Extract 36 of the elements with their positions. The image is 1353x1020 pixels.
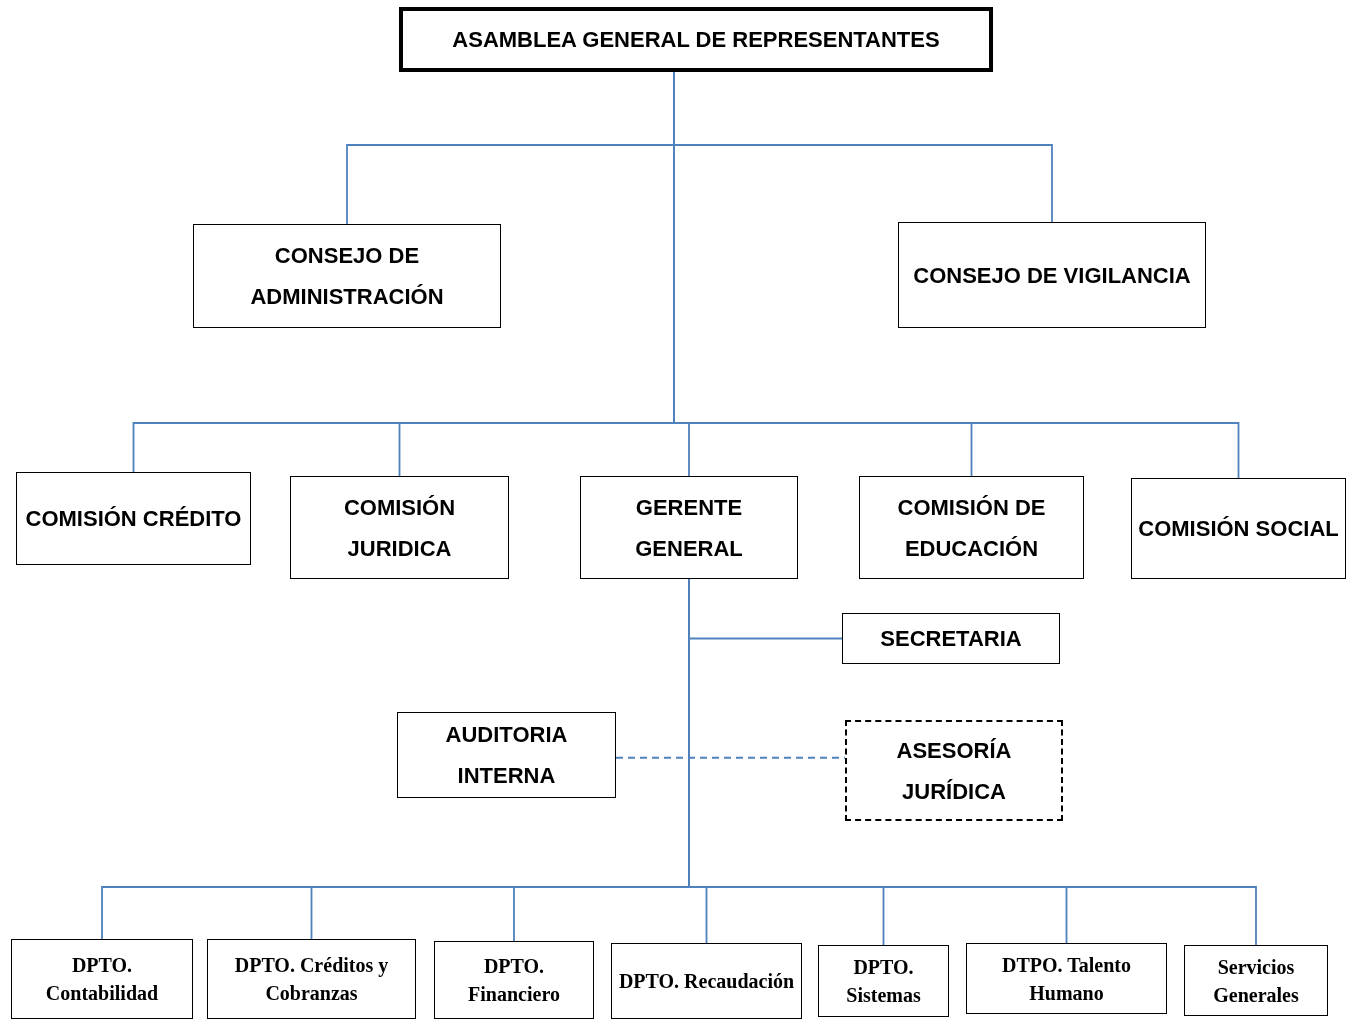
org-box (1184, 945, 1328, 1016)
org-box (193, 224, 501, 328)
box-label: DPTO. Créditos y Cobranzas (233, 953, 390, 1006)
org-box (859, 476, 1084, 579)
box-label: DPTO. Sistemas (845, 955, 922, 1008)
org-box (842, 613, 1060, 664)
box-label: DPTO. Contabilidad (44, 953, 160, 1006)
box-label: COMISIÓN CRÉDITO (24, 505, 243, 533)
box-label: AUDITORIA INTERNA (444, 721, 569, 790)
org-box (845, 720, 1063, 821)
box-label: CONSEJO DE VIGILANCIA (912, 261, 1192, 290)
org-box (290, 476, 509, 579)
org-box (434, 941, 594, 1019)
org-box (397, 712, 616, 798)
box-label: DPTO. Financiero (467, 954, 561, 1007)
org-box (966, 943, 1167, 1014)
org-box (399, 7, 993, 72)
box-label: COMISIÓN DE EDUCACIÓN (896, 493, 1047, 563)
box-label: CONSEJO DE ADMINISTRACIÓN (249, 242, 445, 311)
box-label: DTPO. Talento Humano (1001, 952, 1132, 1006)
org-box (207, 939, 416, 1019)
org-box (11, 939, 193, 1019)
org-box (16, 472, 251, 565)
org-box (611, 943, 802, 1019)
box-label: COMISIÓN SOCIAL (1137, 515, 1340, 543)
box-label: Servicios Generales (1212, 954, 1300, 1008)
box-label: ASESORÍA JURÍDICA (895, 736, 1013, 806)
box-label: DPTO. Recaudación (617, 969, 796, 994)
box-label: ASAMBLEA GENERAL DE REPRESENTANTES (451, 26, 941, 54)
box-label: GERENTE GENERAL (634, 493, 744, 563)
org-box (818, 945, 949, 1017)
org-box (898, 222, 1206, 328)
org-box (1131, 478, 1346, 579)
box-label: SECRETARIA (879, 625, 1023, 653)
org-box (580, 476, 798, 579)
box-label: COMISIÓN JURIDICA (342, 493, 457, 563)
